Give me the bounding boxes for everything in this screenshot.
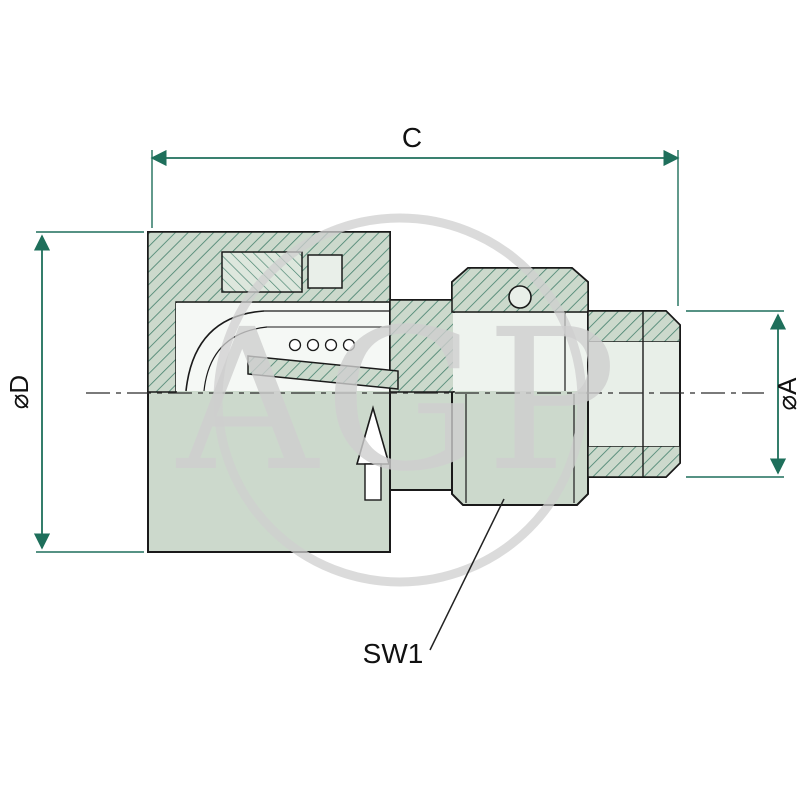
callout-sw1: SW1 bbox=[363, 498, 505, 669]
watermark-text: AGP bbox=[175, 287, 623, 514]
male-end-top-hatch bbox=[587, 310, 681, 343]
watermark: AGP bbox=[175, 213, 623, 587]
valve-seat-curve bbox=[185, 310, 265, 392]
dim-a-label: ⌀A bbox=[772, 377, 800, 411]
neck-hatch bbox=[389, 299, 455, 393]
spring-coil bbox=[342, 338, 356, 352]
o-ring-section bbox=[508, 285, 532, 309]
watermark-circle bbox=[213, 213, 587, 587]
dim-c-label: C bbox=[402, 122, 422, 153]
spring-section-hatch bbox=[247, 355, 399, 390]
spring-coil bbox=[324, 338, 338, 352]
male-end-bore bbox=[589, 342, 679, 446]
dimension-a: ⌀A bbox=[686, 310, 800, 478]
dimension-c: C bbox=[150, 122, 680, 306]
poppet-stem bbox=[364, 463, 382, 501]
dimension-d: ⌀D bbox=[4, 231, 144, 553]
spring-coil bbox=[288, 338, 302, 352]
sw1-label: SW1 bbox=[363, 638, 424, 669]
dim-d-label: ⌀D bbox=[4, 375, 34, 409]
locking-ball-pocket bbox=[307, 254, 343, 289]
sw1-leader-line bbox=[429, 498, 505, 651]
spring-coil bbox=[306, 338, 320, 352]
